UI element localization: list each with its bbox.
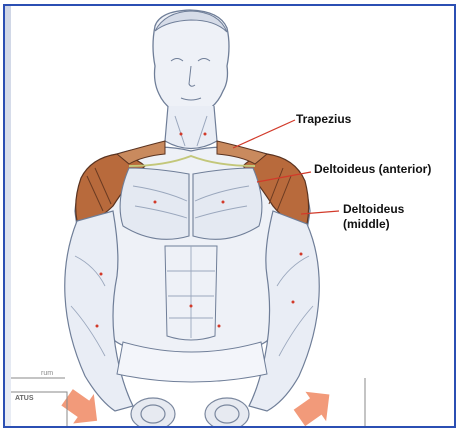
label-deltoid-middle-line1: Deltoideus [343,202,404,217]
pectoral-right [193,168,262,239]
label-deltoid-middle-line2: (middle) [343,217,404,232]
illustration-frame: Trapezius Deltoideus (anterior) Deltoide… [3,4,456,428]
neck [165,106,217,149]
pectoral-left [120,168,189,239]
right-dumbbell [205,398,249,428]
label-deltoid-anterior: Deltoideus (anterior) [314,162,431,177]
label-trapezius: Trapezius [296,112,351,127]
head [153,10,229,118]
corner-text-fragment: rum [41,370,53,377]
left-dumbbell [131,398,175,428]
right-arrow-icon [289,381,341,428]
leader-line-trapezius [233,120,295,148]
corner-box-text: ATUS [15,395,34,402]
label-deltoid-middle: Deltoideus (middle) [343,202,404,232]
